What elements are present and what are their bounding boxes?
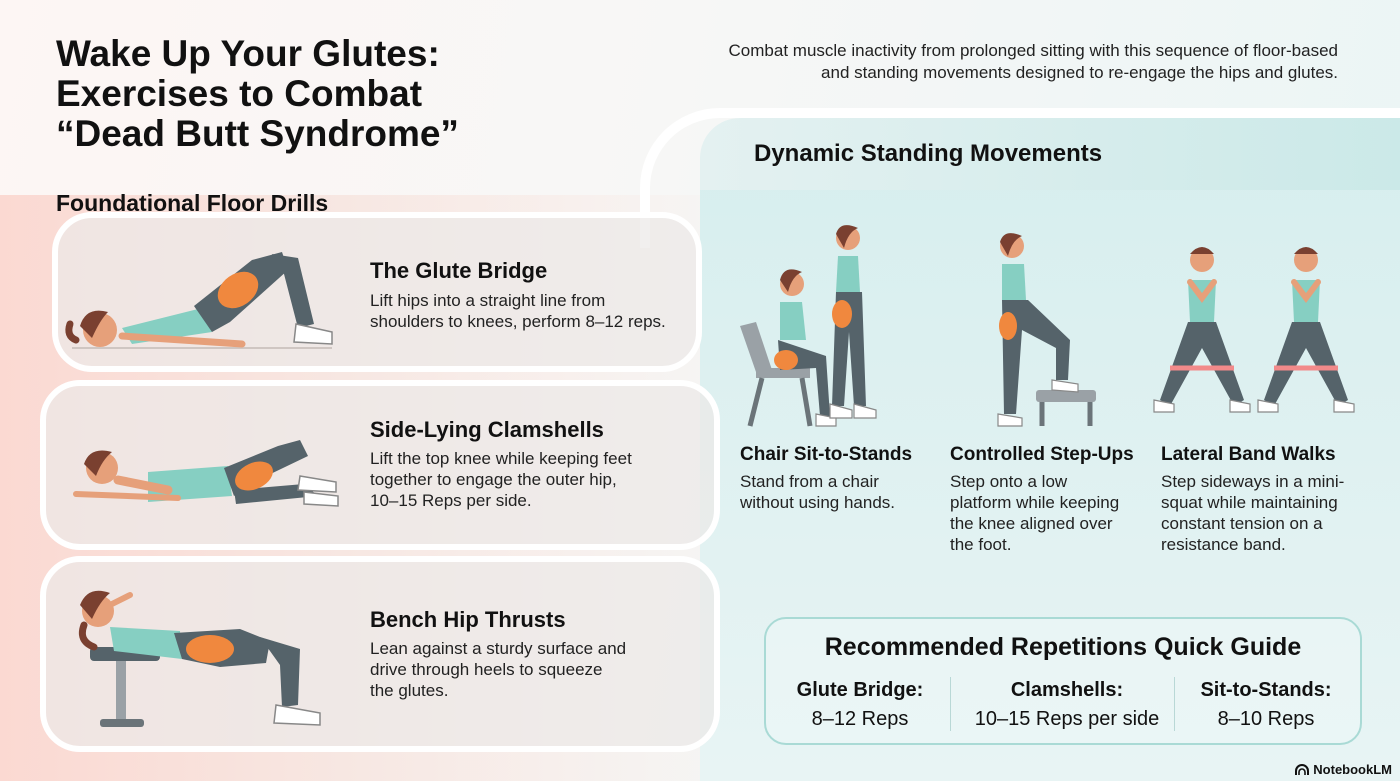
brand-mark: NotebookLM <box>1295 762 1392 777</box>
hip-thrust-illustration <box>78 590 321 727</box>
step-ups-title: Controlled Step-Ups <box>950 444 1134 465</box>
glute-bridge-card <box>52 212 702 372</box>
repetitions-guide: Recommended Repetitions Quick Guide Glut… <box>764 617 1362 745</box>
notebooklm-logo-icon <box>1295 763 1310 775</box>
clamshell-illustration <box>73 440 339 507</box>
sit-to-stands-description: Stand from a chair without using hands. <box>740 472 895 512</box>
glute-bridge-description: Lift hips into a straight line from shou… <box>370 291 666 331</box>
glute-bridge-title: The Glute Bridge <box>370 258 548 283</box>
guide-col-clamshells: Clamshells: 10–15 Reps per side <box>962 679 1172 731</box>
hip-thrusts-description: Lean against a sturdy surface and drive … <box>370 639 627 700</box>
guide-title: Recommended Repetitions Quick Guide <box>824 633 1302 661</box>
band-walks-description: Step sideways in a mini- squat while mai… <box>1161 472 1345 554</box>
floor-drills-heading: Foundational Floor Drills <box>56 190 329 216</box>
standing-header-band <box>700 118 1400 190</box>
page-title: Wake Up Your Glutes: Exercises to Combat… <box>56 33 459 154</box>
guide-col-glute-bridge: Glute Bridge: 8–12 Reps <box>780 679 940 731</box>
step-ups-description: Step onto a low platform while keeping t… <box>950 472 1120 554</box>
band-walk-illustration <box>1153 247 1355 413</box>
clamshells-title: Side-Lying Clamshells <box>370 417 604 442</box>
guide-label: Glute Bridge: <box>796 679 924 701</box>
guide-divider <box>1174 677 1175 731</box>
step-up-illustration <box>997 233 1096 427</box>
band-walks-title: Lateral Band Walks <box>1161 444 1336 465</box>
glute-bridge-illustration <box>65 252 333 349</box>
standing-movements-heading: Dynamic Standing Movements <box>754 140 1103 167</box>
guide-label: Clamshells: <box>1010 679 1124 701</box>
guide-value: 10–15 Reps per side <box>974 708 1160 730</box>
guide-divider <box>950 677 951 731</box>
guide-value: 8–10 Reps <box>1217 708 1315 730</box>
clamshells-card <box>40 380 720 550</box>
brand-name: NotebookLM <box>1313 762 1392 777</box>
guide-label: Sit-to-Stands: <box>1200 679 1332 701</box>
clamshells-description: Lift the top knee while keeping feet tog… <box>370 449 632 510</box>
sit-to-stand-illustration <box>740 225 877 427</box>
guide-col-sit-to-stands: Sit-to-Stands: 8–10 Reps <box>1186 679 1346 731</box>
intro-text: Combat muscle inactivity from prolonged … <box>728 41 1338 82</box>
sit-to-stands-title: Chair Sit-to-Stands <box>740 444 913 465</box>
hip-thrusts-title: Bench Hip Thrusts <box>370 607 566 632</box>
section-swoosh <box>640 108 1400 248</box>
guide-value: 8–12 Reps <box>811 708 909 730</box>
